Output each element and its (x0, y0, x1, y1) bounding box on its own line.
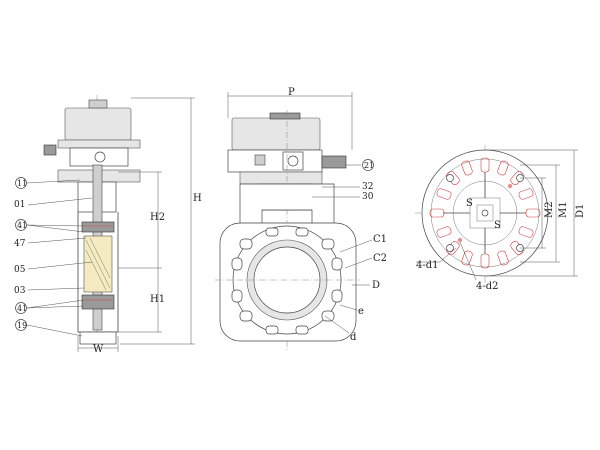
dim-s-top: S (466, 198, 473, 209)
front-actuator-housing (231, 117, 321, 151)
balloon-47: 47 (14, 237, 87, 249)
dim-s-side: S (494, 220, 501, 231)
svg-text:D: D (372, 280, 380, 291)
dim-d1-label: D1 (575, 204, 586, 218)
dim-m2-label: M2 (544, 201, 555, 218)
svg-text:47: 47 (14, 239, 26, 249)
front-view: P (215, 87, 387, 352)
svg-text:32: 32 (362, 182, 373, 192)
balloon-21: 21 (346, 159, 374, 171)
label-d-upper: D (352, 280, 380, 291)
front-actuator-cap (269, 112, 301, 120)
svg-text:05: 05 (14, 265, 26, 275)
indicator-knob (94, 151, 106, 163)
balloon-05: 05 (14, 261, 93, 275)
label-c2: C2 (344, 253, 387, 269)
dim-w-label: W (93, 344, 104, 355)
flange-bolt-holes (446, 174, 524, 252)
label-e: e (339, 304, 364, 317)
bottom-cap (79, 331, 117, 345)
section-view: H H2 H1 W 11 01 41 47 (14, 95, 202, 355)
svg-text:41: 41 (17, 304, 27, 313)
svg-text:4-d2: 4-d2 (476, 281, 499, 292)
flange-view: D1 M1 M2 S S 4-d1 4-d2 (415, 145, 586, 292)
front-terminal (254, 154, 266, 166)
balloon-41-lower: 41 (15, 299, 85, 314)
actuator-base-plate (57, 139, 141, 149)
dim-h2-label: H2 (150, 212, 165, 223)
svg-text:21: 21 (364, 161, 374, 170)
lower-seal-block (81, 294, 115, 310)
svg-text:C2: C2 (373, 253, 387, 264)
svg-text:4-d1: 4-d1 (416, 260, 439, 271)
svg-text:e: e (358, 306, 364, 317)
actuator-connector (43, 144, 57, 156)
balloon-11: 11 (15, 177, 81, 189)
flange-rib-ring (430, 158, 540, 268)
balloon-01: 01 (14, 197, 93, 210)
label-30: 30 (312, 192, 374, 202)
balloon-19: 19 (15, 319, 83, 337)
upper-seal-block (81, 221, 115, 233)
svg-text:C1: C1 (373, 234, 387, 245)
label-4-d2: 4-d2 (459, 241, 499, 292)
svg-text:03: 03 (14, 286, 26, 296)
actuator-housing (64, 107, 132, 141)
flange-center-hole (481, 209, 489, 217)
svg-text:19: 19 (17, 321, 27, 330)
svg-text:41: 41 (17, 221, 27, 230)
dim-h1-label: H1 (150, 294, 165, 305)
balloon-03: 03 (14, 286, 85, 296)
front-lug-holes (231, 227, 343, 335)
flange-square-inner (476, 204, 494, 222)
label-32: 32 (322, 182, 373, 192)
actuator-cap (88, 99, 108, 109)
svg-text:d: d (350, 332, 357, 343)
svg-text:11: 11 (17, 179, 27, 188)
label-c1: C1 (339, 234, 387, 253)
front-cable-gland (321, 155, 347, 169)
label-d-lower: d (324, 315, 357, 343)
label-4-d1: 4-d1 (416, 247, 457, 271)
dim-h-label: H (193, 193, 202, 204)
front-mounting-plate (239, 171, 323, 185)
svg-text:01: 01 (14, 200, 25, 210)
front-actuator-lower (227, 149, 323, 173)
svg-text:30: 30 (362, 192, 374, 202)
dim-m1-label: M1 (558, 201, 569, 218)
balloon-41-upper: 41 (15, 219, 85, 233)
dim-p-label: P (288, 87, 295, 98)
